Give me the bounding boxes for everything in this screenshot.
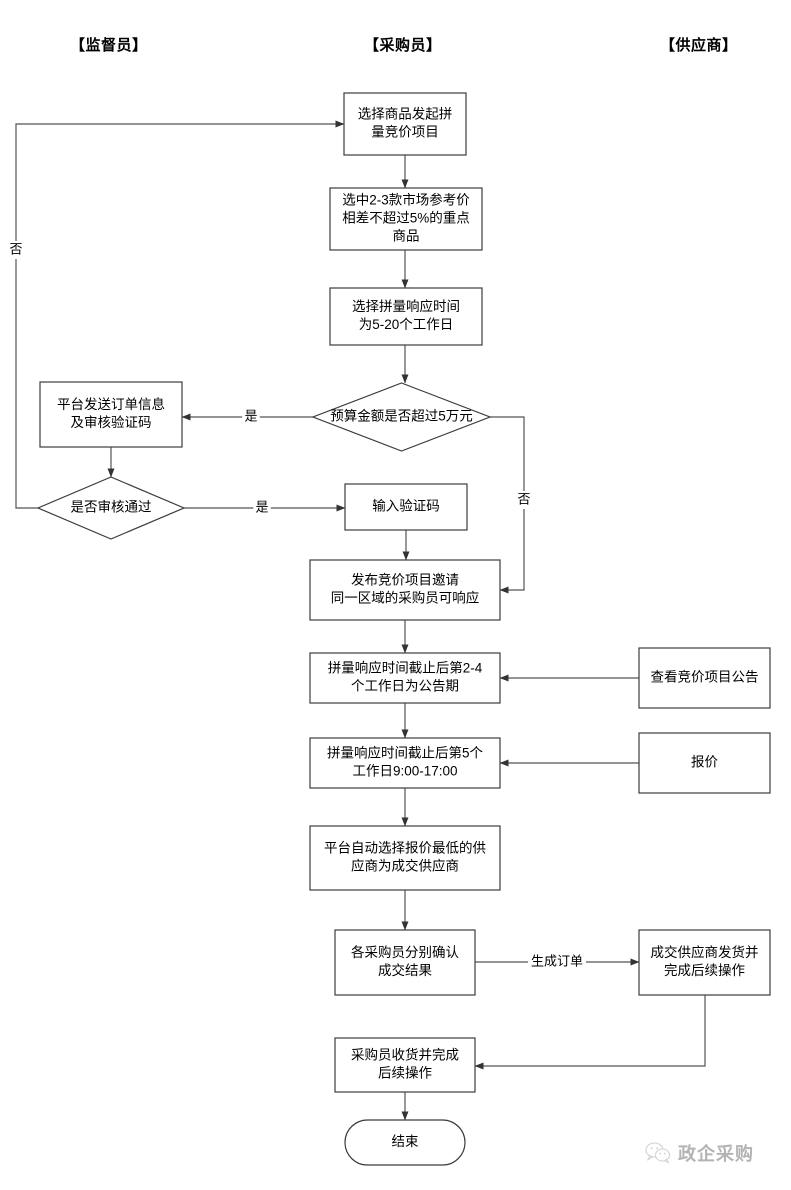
flow-node[interactable]: 结束 — [344, 1119, 466, 1166]
flow-connector — [15, 120, 345, 509]
decision-shape — [36, 476, 186, 540]
edge-label-group: 是 — [253, 499, 271, 517]
flow-node[interactable]: 报价 — [638, 732, 771, 794]
flow-connector — [474, 995, 706, 1070]
decision-shape — [311, 382, 492, 452]
edge-label-backdrop — [253, 499, 271, 517]
node-label: 采购员收货并完成 — [351, 1047, 459, 1063]
node-label: 输入验证码 — [372, 499, 440, 514]
flow-node[interactable]: 拼量响应时间截止后第2-4 个工作日为公告期 — [309, 652, 501, 704]
lane-title-supplier: 【供应商】 — [660, 37, 738, 54]
node-label: 应商为成交供应商 — [351, 858, 459, 874]
edge-label-backdrop — [7, 241, 25, 259]
node-label: 相差不超过5%的重点 — [342, 211, 470, 226]
edge-label-backdrop — [528, 953, 586, 971]
node-label: 预算金额是否超过5万元 — [330, 409, 473, 424]
process-shape — [638, 647, 771, 709]
node-label: 完成后续操作 — [664, 963, 745, 978]
node-label: 量竞价项目 — [371, 124, 439, 140]
node-label: 平台发送订单信息 — [57, 396, 165, 412]
node-label: 及审核验证码 — [71, 415, 152, 430]
node-label: 成交结果 — [378, 962, 432, 978]
flow-node[interactable]: 查看竞价项目公告 — [638, 647, 771, 709]
process-shape — [309, 737, 501, 789]
node-label: 成交供应商发货并 — [651, 944, 759, 960]
process-shape — [334, 929, 476, 996]
flow-node[interactable]: 预算金额是否超过5万元 — [311, 382, 492, 452]
watermark: 政企采购 — [645, 1140, 754, 1166]
flow-node[interactable]: 是否审核通过 — [36, 476, 186, 540]
node-label: 选择商品发起拼 — [358, 107, 453, 122]
process-shape — [343, 92, 467, 156]
edge-label-group: 生成订单 — [528, 953, 586, 971]
node-label: 商品 — [393, 229, 420, 244]
edge-label: 否 — [9, 241, 22, 256]
node-label: 拼量响应时间截止后第2-4 — [328, 660, 483, 676]
node-label: 查看竞价项目公告 — [651, 669, 759, 685]
node-label: 工作日9:00-17:00 — [352, 764, 457, 779]
edge-label-group: 否 — [7, 241, 25, 259]
nodes-layer: 选择商品发起拼量竞价项目选中2-3款市场参考价相差不超过5%的重点商品选择拼量响… — [36, 92, 771, 1166]
node-label: 各采购员分别确认 — [351, 945, 459, 960]
edge-label-group: 否 — [515, 491, 533, 509]
edge-label: 是 — [244, 408, 257, 423]
process-shape — [638, 732, 771, 794]
node-label: 同一区域的采购员可响应 — [331, 590, 480, 606]
node-label: 平台自动选择报价最低的供 — [324, 841, 486, 856]
node-label: 为5-20个工作日 — [359, 317, 454, 332]
node-label: 个工作日为公告期 — [351, 679, 459, 694]
edge-label: 生成订单 — [531, 953, 583, 968]
node-label: 拼量响应时间截止后第5个 — [327, 745, 484, 761]
process-shape — [39, 381, 183, 448]
process-shape — [638, 929, 771, 996]
edge-label-backdrop — [242, 408, 260, 426]
watermark-label: 政企采购 — [678, 1144, 754, 1164]
node-label: 选择拼量响应时间 — [352, 298, 460, 314]
node-label: 发布竞价项目邀请 — [351, 572, 459, 588]
terminator-shape — [344, 1119, 466, 1166]
node-label: 结束 — [392, 1134, 419, 1149]
edge-label: 是 — [255, 499, 268, 514]
node-label: 是否审核通过 — [71, 500, 152, 515]
process-shape — [334, 1037, 476, 1093]
process-shape — [309, 559, 501, 621]
edge-label-backdrop — [515, 491, 533, 509]
node-label: 选中2-3款市场参考价 — [342, 192, 470, 208]
node-label: 后续操作 — [378, 1066, 432, 1081]
lane-title-buyer: 【采购员】 — [364, 37, 442, 54]
process-shape — [309, 825, 501, 891]
node-label: 报价 — [691, 755, 719, 770]
flow-node[interactable]: 输入验证码 — [344, 483, 468, 531]
edge-label: 否 — [517, 491, 530, 506]
process-shape — [329, 287, 483, 346]
edges-layer — [15, 120, 706, 1121]
process-shape — [309, 652, 501, 704]
process-shape — [344, 483, 468, 531]
edge-label-group: 是 — [242, 408, 260, 426]
process-shape — [329, 187, 483, 251]
lane-title-supervisor: 【监督员】 — [70, 37, 148, 54]
wechat-icon — [645, 1142, 671, 1164]
